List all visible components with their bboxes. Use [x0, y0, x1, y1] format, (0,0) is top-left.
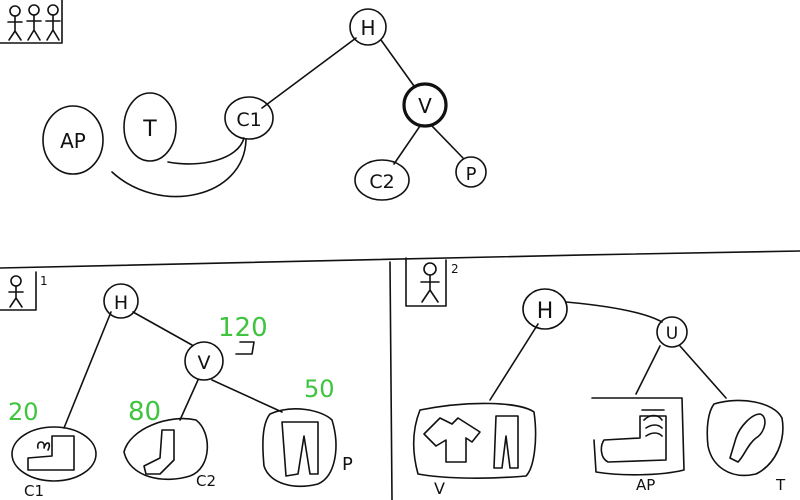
leaf-c1-item: C1 [11, 426, 97, 500]
edge-c1-t [167, 137, 245, 165]
p1-node-v: V [184, 341, 224, 381]
top-tree: H V C1 C2 P T AP [42, 8, 487, 201]
edge-h-c1 [261, 37, 357, 109]
value-v: 120 [218, 313, 268, 343]
svg-text:P: P [466, 164, 477, 185]
user-2-icon: 2 [405, 257, 459, 307]
p2-node-u: U [656, 316, 688, 348]
svg-text:H: H [537, 299, 554, 324]
p2-node-h: H [522, 288, 568, 330]
svg-text:U: U [666, 324, 678, 344]
svg-text:V: V [198, 352, 211, 374]
panel-user-2: 2 H U V AP [405, 257, 786, 498]
svg-text:1: 1 [40, 274, 48, 288]
svg-text:H: H [360, 16, 375, 40]
node-h: H [349, 8, 387, 46]
value-c2: 80 [128, 397, 161, 427]
p1-node-h: H [103, 283, 139, 319]
node-c2: C2 [354, 159, 410, 201]
svg-text:H: H [114, 292, 128, 314]
leaf-c2-sock: C2 [123, 417, 216, 490]
svg-text:C1: C1 [236, 109, 261, 131]
edge-h-v [380, 39, 415, 87]
svg-text:T: T [142, 117, 157, 142]
svg-text:V: V [418, 94, 432, 118]
svg-text:C2: C2 [196, 472, 216, 490]
leaf-t-shoe: T [706, 399, 786, 494]
value-c1: 20 [8, 398, 39, 426]
user-1-icon: 1 [0, 271, 48, 311]
node-c1: C1 [224, 96, 274, 140]
edge-c1-ap [111, 139, 247, 198]
value-p: 50 [304, 375, 335, 403]
node-v: V [402, 82, 448, 128]
edge-v-c2 [393, 125, 421, 165]
svg-text:C2: C2 [369, 171, 394, 193]
vertical-divider [389, 261, 393, 500]
svg-text:C1: C1 [24, 482, 44, 500]
svg-text:2: 2 [451, 262, 459, 276]
leaf-v-clothes: V [412, 402, 537, 498]
horizontal-divider [0, 250, 800, 269]
node-t: T [123, 92, 177, 162]
panel-user-1: 1 H V 120 20 80 50 C1 C2 [0, 271, 353, 500]
leaf-p-pants: P [262, 408, 353, 488]
leaf-ap-device: AP [591, 397, 685, 494]
node-p: P [455, 156, 487, 188]
edge-v-p [431, 125, 464, 159]
users-group-icon [0, 0, 63, 44]
svg-text:AP: AP [636, 476, 655, 494]
svg-text:V: V [434, 479, 445, 498]
svg-text:P: P [342, 454, 353, 475]
svg-text:AP: AP [60, 129, 86, 153]
node-ap: AP [42, 105, 104, 175]
svg-text:T: T [775, 476, 786, 494]
